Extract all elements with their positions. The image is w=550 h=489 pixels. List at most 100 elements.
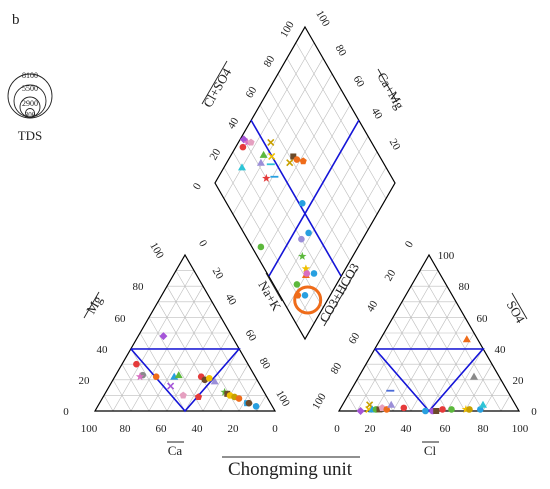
- cation-grid-line: [184, 332, 231, 412]
- diamond-sample-point: [305, 229, 312, 237]
- diamond-sample-point: [298, 235, 305, 243]
- anion-axis-cl: Cl: [424, 443, 437, 458]
- anion-tick-right-20: 20: [513, 375, 525, 387]
- diamond-sample-point: [310, 270, 318, 277]
- cation-tick-left-80: 80: [133, 281, 145, 293]
- diamond-tick-ul-60: 60: [243, 84, 259, 100]
- anion-sample-point: [479, 400, 487, 408]
- cation-grid-line: [148, 317, 204, 412]
- anion-tick-right-80: 80: [459, 281, 471, 293]
- diamond-tick-ul-20: 20: [207, 146, 223, 162]
- anion-tick-left-100: 100: [310, 391, 329, 412]
- anion-grid-line: [365, 364, 394, 412]
- diamond-tick-ur-40: 40: [369, 106, 385, 122]
- diamond-sample-point: [293, 281, 301, 288]
- diamond-sample-point: [238, 163, 246, 171]
- cation-sample-point: [152, 373, 160, 380]
- diamond-tick-ur-60: 60: [351, 74, 367, 90]
- anion-tick-bottom-20: 20: [365, 423, 377, 435]
- diamond-tick-ul-80: 80: [261, 53, 277, 69]
- anion-sample-point: [466, 406, 473, 413]
- cation-triangle: 0 20 40 60 80 100 0 20 40 60 80 100 100 …: [63, 238, 292, 458]
- diamond-tick-ul-40: 40: [225, 115, 241, 131]
- diamond-grid-line: [277, 136, 369, 293]
- cation-sample-point: [159, 332, 168, 341]
- cation-grid-line: [103, 395, 114, 412]
- diamond-tick-ur-80: 80: [333, 43, 349, 59]
- anion-grid-line: [500, 395, 511, 412]
- diamond-sample-point: [293, 156, 301, 163]
- cation-tick-right-100: 100: [273, 388, 292, 409]
- tds-circle-8100: [7, 73, 53, 119]
- anion-sample-point: [448, 406, 455, 413]
- diamond-sample-point: [257, 243, 265, 251]
- anion-sample-point: [422, 407, 429, 415]
- anion-grid-line: [392, 317, 448, 412]
- anion-sample-point: [356, 407, 365, 415]
- cation-tick-left-40: 40: [97, 344, 109, 356]
- cation-grid-line: [148, 301, 213, 412]
- anion-sample-point: [470, 372, 478, 380]
- cation-tick-right-20: 20: [210, 266, 226, 282]
- tds-level-2900: 2900: [22, 99, 38, 108]
- diamond-sample-point: [267, 138, 275, 147]
- anion-sample-point: [383, 406, 391, 413]
- cation-sample-point: [135, 372, 145, 381]
- anion-tick-bottom-0: 0: [334, 423, 340, 435]
- cation-sample-point: [235, 395, 243, 402]
- diamond-grid-line: [295, 42, 387, 199]
- diamond-sample-point: [299, 199, 306, 207]
- cation-tick-bottom-20: 20: [228, 423, 240, 435]
- diamond-sample-point: [268, 152, 276, 161]
- diamond-tick-ul-0: 0: [191, 181, 204, 192]
- cation-sample-point: [252, 403, 260, 410]
- diamond-tick-ul-100: 100: [278, 19, 297, 40]
- diamond-grid-line: [259, 104, 351, 262]
- anion-field-lines: [374, 348, 485, 413]
- tds-label: TDS: [18, 128, 43, 143]
- anion-sample-point: [433, 408, 440, 414]
- tds-circle-2900: [19, 96, 41, 118]
- cation-grid-line: [220, 364, 249, 412]
- cation-tick-left-20: 20: [79, 375, 91, 387]
- diamond-sample-point: [259, 150, 268, 158]
- anion-tick-right-100: 100: [438, 250, 455, 262]
- cation-tick-right-0: 0: [196, 238, 209, 249]
- diamond-axis-na-k-bar: [265, 272, 283, 302]
- cation-grid-line: [139, 332, 186, 412]
- cation-grid-line: [121, 364, 150, 412]
- cation-sample-point: [194, 393, 203, 400]
- anion-axis-so4: SO4: [504, 298, 529, 326]
- cation-axis-mg-bar: [83, 291, 100, 319]
- diamond-sample-point: [301, 264, 311, 273]
- anion-tick-bottom-40: 40: [401, 423, 413, 435]
- anion-grid-line: [428, 332, 475, 412]
- diamond-tick-ur-20: 20: [387, 137, 403, 153]
- anion-sample-point: [400, 404, 408, 412]
- diamond-sample-point: [262, 173, 271, 182]
- anion-tick-right-60: 60: [477, 313, 489, 325]
- diamond-axis-cl-so4: Cl+SO4: [200, 65, 235, 110]
- cation-tick-left-100: 100: [147, 240, 166, 261]
- cation-grid-line: [130, 348, 168, 412]
- diamond-sample-point: [301, 292, 309, 299]
- diamond-grid-line: [286, 151, 378, 308]
- cation-tick-bottom-80: 80: [120, 423, 132, 435]
- tds-circle-300: [25, 108, 35, 118]
- anion-tick-left-60: 60: [346, 330, 362, 346]
- cation-axis-ca: Ca: [168, 443, 183, 458]
- cation-tick-left-60: 60: [115, 313, 127, 325]
- diamond-frame: [214, 25, 396, 341]
- cation-grid-line: [175, 270, 258, 412]
- tds-level-5500: 5500: [22, 84, 38, 93]
- cation-tick-bottom-40: 40: [192, 423, 204, 435]
- anion-sample-point: [387, 400, 396, 408]
- anion-sample-point: [439, 406, 446, 413]
- cation-axis-mg: Mg: [83, 293, 105, 317]
- cation-tick-bottom-60: 60: [156, 423, 168, 435]
- diamond-sample-point: [290, 153, 297, 160]
- anion-axis-so4-bar: [511, 292, 528, 320]
- tds-legend: 8100 5500 2900 300 TDS: [7, 71, 53, 143]
- anion-grid-line: [401, 301, 466, 412]
